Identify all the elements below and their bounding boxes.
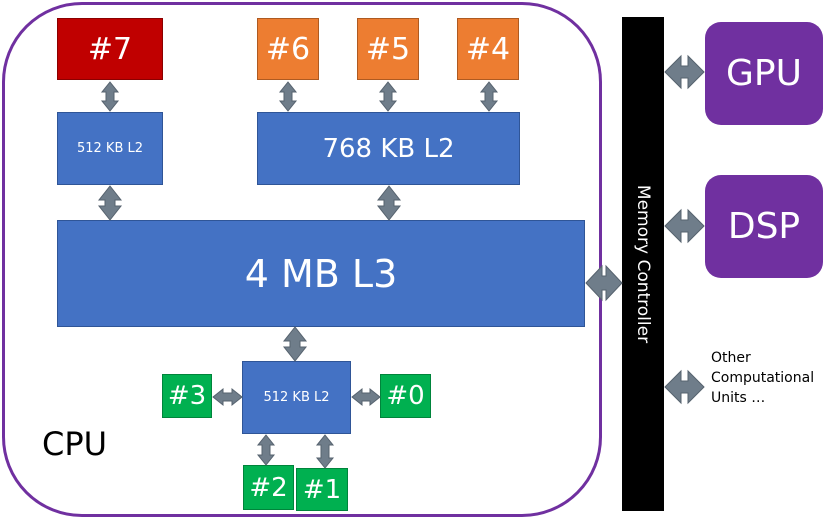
arrow-l3-l2bottom — [282, 326, 308, 362]
arrow-core4-l2 — [479, 81, 499, 112]
core-3: #3 — [162, 374, 212, 418]
gpu-unit: GPU — [705, 22, 823, 125]
other-units-line1: Other — [711, 350, 751, 366]
core-0: #0 — [380, 374, 431, 418]
arrow-l3-memory — [585, 264, 623, 302]
core-2: #2 — [243, 465, 294, 510]
arrow-core7-l2 — [100, 81, 120, 112]
core-4: #4 — [457, 18, 519, 80]
other-units-label: Other Computational Units … — [711, 348, 814, 408]
cpu-boundary — [2, 2, 602, 517]
memory-controller-bar — [622, 17, 664, 511]
arrow-core3-l2 — [212, 387, 243, 407]
other-units-line2: Computational — [711, 370, 815, 386]
core-6: #6 — [257, 18, 319, 80]
core-1: #1 — [296, 468, 348, 511]
other-units-line3: Units … — [711, 390, 766, 406]
arrow-l2-core1 — [315, 434, 335, 469]
arrow-l2-core2 — [256, 434, 276, 466]
l2-cache-bottom: 512 KB L2 — [242, 361, 351, 434]
arrow-memory-dsp — [664, 208, 705, 244]
l2-cache-left: 512 KB L2 — [57, 112, 163, 185]
cpu-label: CPU — [42, 425, 108, 463]
arrow-core6-l2 — [278, 81, 298, 112]
arrow-l2top-l3 — [376, 185, 402, 221]
arrow-l2left-l3 — [97, 185, 123, 221]
arrow-memory-other — [664, 369, 705, 405]
arrow-memory-gpu — [664, 54, 705, 90]
arrow-l2-core0 — [351, 387, 381, 407]
l3-cache: 4 MB L3 — [57, 220, 585, 327]
dsp-unit: DSP — [705, 175, 823, 278]
l2-cache-top: 768 KB L2 — [257, 112, 520, 185]
core-5: #5 — [357, 18, 419, 80]
core-7: #7 — [57, 18, 163, 80]
arrow-core5-l2 — [378, 81, 398, 112]
